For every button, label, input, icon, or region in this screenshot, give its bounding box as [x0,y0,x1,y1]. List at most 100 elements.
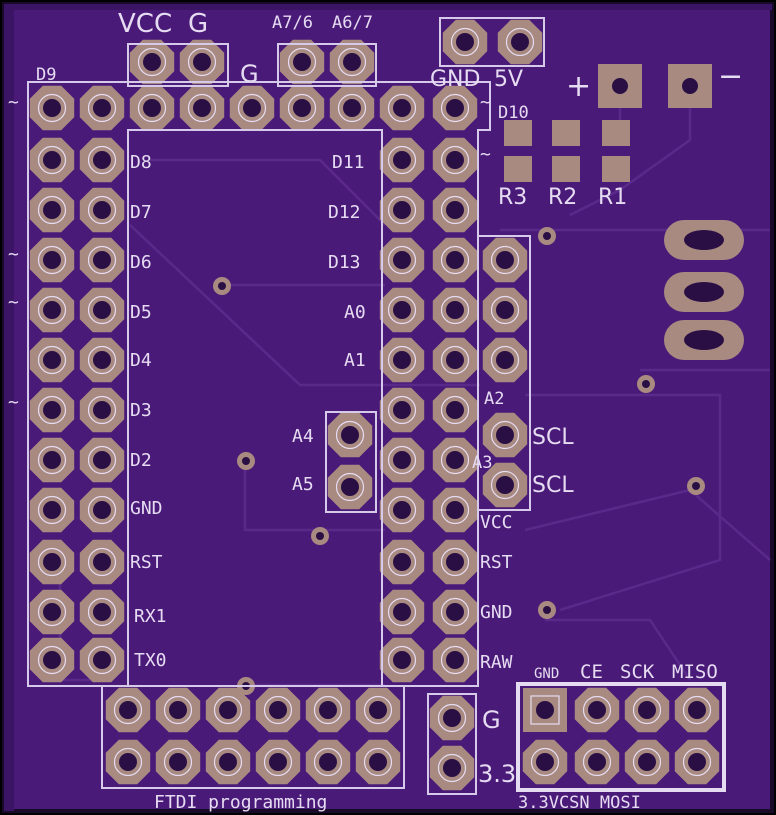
pad-ftdi-bot-0-ring [113,747,143,777]
label-scl-1: SCL [532,425,574,450]
pad-left-b-10-drill [93,603,111,621]
label-nrf-bottom: 3.3VCSN MOSI [518,793,641,813]
pad-right-c-3-ring [490,420,520,450]
vias [213,227,705,695]
pad-nrf-top-3-ring [682,695,712,725]
pad-right-a-11-ring [387,645,417,675]
pad-right-b-1-drill [446,151,464,169]
pad-top-header-0-ring [137,47,167,77]
pad-nrf-square-drill [536,701,554,719]
pad-top-row-3-drill [293,99,311,117]
pad-right-b-7-ring [440,445,470,475]
label-left-8: RST [130,552,163,573]
pad-top-header-4-ring [450,27,480,57]
pad-top-header-0-drill [143,53,161,71]
pad-right-a-8-ring [387,495,417,525]
pad-right-b-1 [432,137,478,183]
pad-right-b-11-ring [440,645,470,675]
pad-right-b-3-ring [440,245,470,275]
pad-left-b-3-ring [87,245,117,275]
pad-right-a-10-ring [387,597,417,627]
pad-nrf-bot-1-ring [582,747,612,777]
pad-left-b-10-ring [87,597,117,627]
pad-oval-0 [664,220,744,260]
pad-left-a-9-drill [43,553,61,571]
pad-left-b-9 [79,539,125,585]
label-nrf-miso: MISO [672,661,718,683]
pad-oval-drill-1 [684,282,724,302]
pad-left-b-6-ring [87,395,117,425]
pad-left-a-8-ring [37,495,67,525]
pad-right-a-7-drill [393,451,411,469]
pad-nrf-bot-3-drill [688,753,706,771]
pad-right-b-8-drill [446,501,464,519]
label-d9: D9 [36,65,56,85]
pad-ftdi-bot-4 [305,739,351,785]
board-edge-strip [4,4,14,811]
pad-left-b-7-drill [93,451,111,469]
label-power-g: G [482,706,501,734]
pad-left-a-8 [29,487,75,533]
pad-nrf-top-3 [674,687,720,733]
pad-nrf-bot-2-ring [632,747,662,777]
pad-right-b-10-ring [440,597,470,627]
pad-left-b-11-drill [93,651,111,669]
pad-left-b-6-drill [93,401,111,419]
pad-top-header-2 [279,39,325,85]
pad-right-b-11 [432,637,478,683]
pad-right-b-10-drill [446,603,464,621]
smd-pads [504,120,630,182]
pad-left-a-2-ring [37,195,67,225]
pad-left-a-4-ring [37,295,67,325]
pad-left-a-2 [29,187,75,233]
pad-a4 [327,412,373,458]
pads [29,19,744,791]
pad-right-a-2-drill [393,201,411,219]
label-r2: R2 [548,185,577,210]
pad-top-header-4-drill [456,33,474,51]
pad-ftdi-bot-2-drill [219,753,237,771]
outline-ftdi [101,685,405,789]
pad-top-row-1-drill [193,99,211,117]
pad-oval-drill-2 [684,330,724,350]
pad-left-a-7-ring [37,445,67,475]
pad-right-a-11-drill [393,651,411,669]
pad-left-b-0 [79,85,125,131]
outline-gnd-5v [439,17,545,67]
pad-ftdi-bot-4-ring [313,747,343,777]
pad-left-a-11 [29,637,75,683]
pad-left-a-8-drill [43,501,61,519]
label-g-mid: G [240,60,259,88]
pad-right-b-9-drill [446,553,464,571]
label-left-3: D5 [130,302,152,323]
pad-top-row-5 [379,85,425,131]
pad-a5 [327,464,373,510]
pad-left-a-10 [29,589,75,635]
outline-nrf [516,682,726,792]
pad-top-header-1-ring [187,47,217,77]
pad-ftdi-top-4 [305,687,351,733]
pad-left-b-4-drill [93,301,111,319]
smd-pad-top-1 [552,120,580,146]
pad-ftdi-bot-5 [355,739,401,785]
pad-left-a-11-drill [43,651,61,669]
pad-right-c-1-ring [490,295,520,325]
pad-left-a-3-ring [37,245,67,275]
pad-top-row-2-drill [243,99,261,117]
pad-right-b-8 [432,487,478,533]
pad-top-row-2 [229,85,275,131]
pad-right-a-1-drill [393,151,411,169]
pad-right-b-5-ring [440,345,470,375]
pad-left-a-0-ring [37,93,67,123]
label-minus: − [718,59,743,94]
label-nrf-sck: SCK [620,661,655,683]
pad-ftdi-bot-3-ring [263,747,293,777]
pad-left-a-4-drill [43,301,61,319]
pad-right-b-3-drill [446,251,464,269]
outline-a4-a5 [325,411,377,513]
label-left-1: D7 [130,202,152,223]
pad-left-a-0 [29,85,75,131]
pad-right-b-6 [432,387,478,433]
pad-right-c-0 [482,237,528,283]
pad-right-a-3 [379,237,425,283]
